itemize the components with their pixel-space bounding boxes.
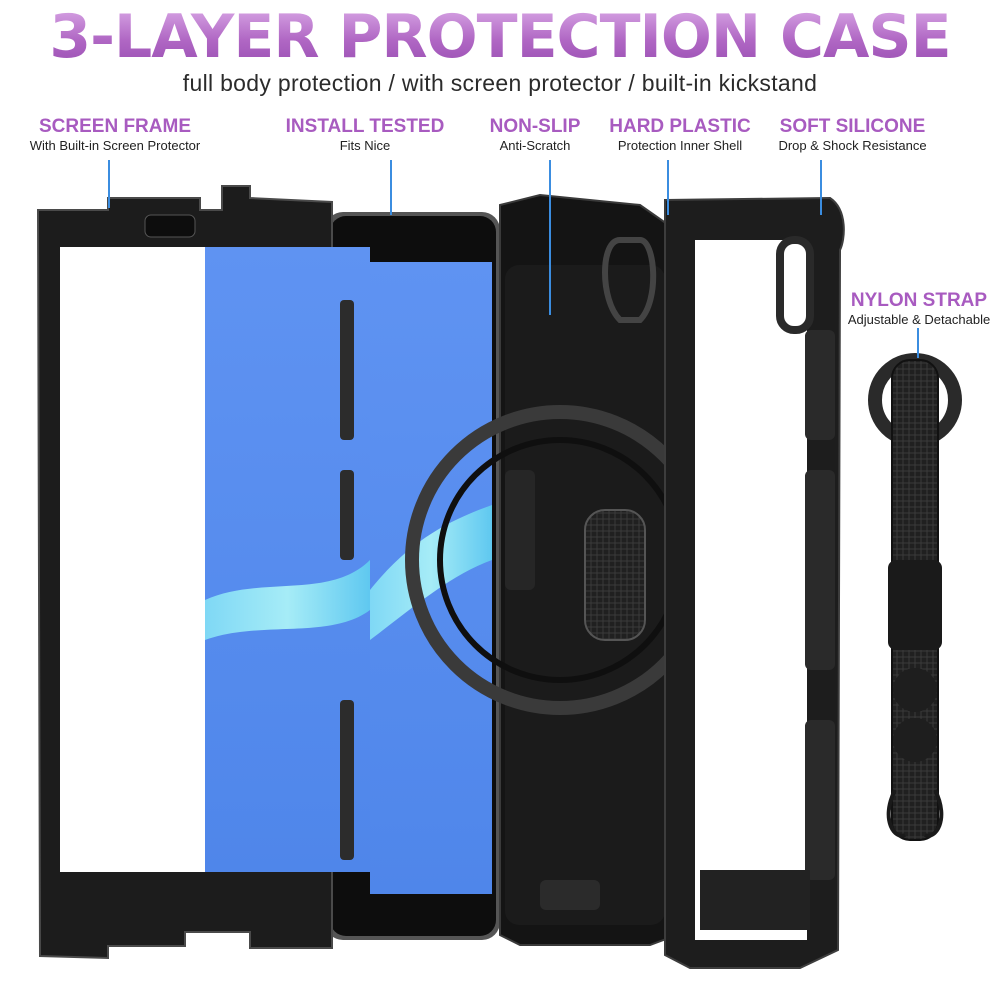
- callout-heading: SCREEN FRAME: [38, 116, 191, 137]
- callout-hard-plastic: HARD PLASTIC Protection Inner Shell: [600, 116, 760, 154]
- soft-silicone-case: [664, 196, 845, 969]
- hard-plastic-shell: [405, 193, 715, 946]
- callout-heading: HARD PLASTIC: [609, 116, 751, 137]
- callout-detail: Fits Nice: [339, 138, 391, 153]
- callout-detail: With Built-in Screen Protector: [29, 138, 201, 153]
- callout-detail: Drop & Shock Resistance: [778, 138, 927, 153]
- callout-heading: NYLON STRAP: [850, 290, 988, 311]
- callout-screen-frame: SCREEN FRAME With Built-in Screen Protec…: [15, 116, 215, 154]
- screen-frame: [36, 185, 370, 960]
- callout-detail: Anti-Scratch: [499, 138, 571, 153]
- callout-nylon-strap: NYLON STRAP Adjustable & Detachable: [840, 290, 998, 328]
- callout-heading: NON-SLIP: [489, 116, 581, 137]
- nylon-strap: [868, 353, 962, 841]
- pointer-line: [390, 160, 392, 215]
- pointer-line: [549, 160, 551, 315]
- callout-install-tested: INSTALL TESTED Fits Nice: [265, 116, 465, 154]
- callout-heading: INSTALL TESTED: [285, 116, 445, 137]
- callout-non-slip: NON-SLIP Anti-Scratch: [470, 116, 600, 154]
- pointer-line: [108, 160, 110, 208]
- callout-detail: Protection Inner Shell: [617, 138, 743, 153]
- pointer-line: [667, 160, 669, 215]
- page-subtitle: full body protection / with screen prote…: [182, 70, 818, 96]
- callout-detail: Adjustable & Detachable: [847, 312, 991, 327]
- pointer-line: [917, 328, 919, 358]
- callout-soft-silicone: SOFT SILICONE Drop & Shock Resistance: [765, 116, 940, 154]
- callout-heading: SOFT SILICONE: [779, 116, 926, 137]
- pointer-line: [820, 160, 822, 215]
- page-title: 3-LAYER PROTECTION CASE: [0, 6, 1000, 68]
